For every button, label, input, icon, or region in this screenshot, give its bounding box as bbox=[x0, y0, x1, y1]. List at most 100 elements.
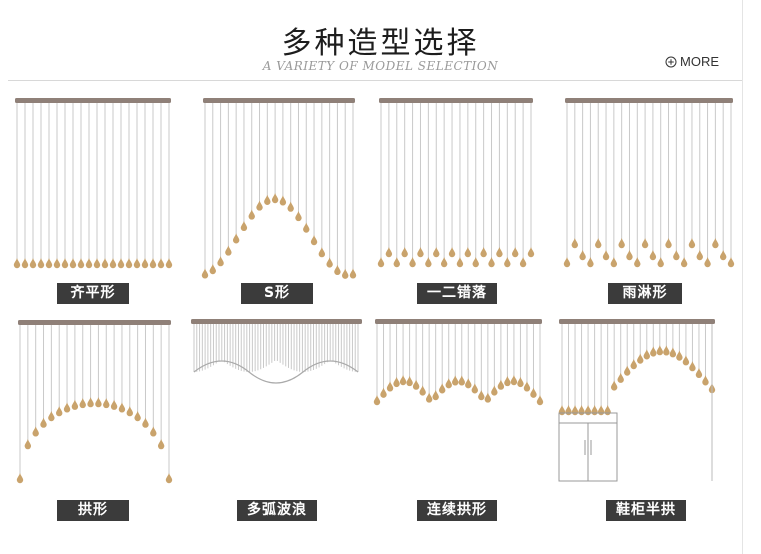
more-label: MORE bbox=[680, 54, 719, 69]
teardrop-bead bbox=[650, 346, 657, 357]
teardrop-bead bbox=[133, 258, 141, 269]
teardrop-bead bbox=[480, 247, 487, 258]
teardrop-bead bbox=[439, 383, 446, 394]
teardrop-bead bbox=[399, 375, 407, 386]
teardrop-bead bbox=[719, 250, 727, 261]
teardrop-bead bbox=[626, 250, 633, 261]
teardrop-bead bbox=[425, 392, 433, 403]
teardrop-bead bbox=[16, 473, 24, 484]
teardrop-bead bbox=[103, 397, 110, 409]
teardrop-bead bbox=[40, 417, 47, 428]
style-label-staggered: 一二错落 bbox=[417, 283, 497, 304]
teardrop-bead bbox=[295, 210, 302, 222]
teardrop-bead bbox=[79, 397, 86, 409]
teardrop-bead bbox=[117, 258, 125, 269]
teardrop-bead bbox=[456, 257, 464, 268]
page-subtitle: A VARIETY OF MODEL SELECTION bbox=[262, 59, 499, 73]
teardrop-bead bbox=[56, 406, 63, 417]
teardrop-bead bbox=[624, 365, 631, 376]
curtain-rod bbox=[203, 98, 355, 103]
teardrop-bead bbox=[256, 200, 263, 211]
teardrop-bead bbox=[591, 405, 598, 416]
teardrop-bead bbox=[13, 258, 21, 269]
teardrop-bead bbox=[712, 238, 719, 249]
teardrop-bead bbox=[393, 257, 400, 268]
teardrop-bead bbox=[349, 268, 357, 279]
teardrop-bead bbox=[271, 193, 279, 204]
teardrop-bead bbox=[61, 258, 69, 269]
teardrop-bead bbox=[578, 405, 585, 416]
teardrop-bead bbox=[209, 263, 216, 275]
style-label-flat: 齐平形 bbox=[57, 283, 129, 304]
teardrop-bead bbox=[676, 350, 683, 361]
teardrop-bead bbox=[29, 258, 37, 269]
teardrop-bead bbox=[665, 238, 672, 249]
teardrop-bead bbox=[682, 355, 690, 366]
teardrop-bead bbox=[496, 247, 503, 258]
teardrop-bead bbox=[401, 247, 408, 258]
teardrop-bead bbox=[87, 397, 94, 408]
teardrop-bead bbox=[464, 247, 472, 258]
wave-hem bbox=[193, 360, 359, 384]
teardrop-bead bbox=[695, 367, 703, 379]
teardrop-bead bbox=[491, 385, 498, 396]
teardrop-bead bbox=[472, 257, 479, 268]
page-title: 多种造型选择 bbox=[281, 26, 480, 61]
curtain-rod bbox=[565, 98, 733, 103]
teardrop-bead bbox=[118, 402, 126, 413]
teardrop-bead bbox=[527, 247, 535, 258]
teardrop-bead bbox=[536, 395, 544, 406]
teardrop-bead bbox=[587, 257, 594, 268]
teardrop-bead bbox=[641, 238, 649, 249]
teardrop-bead bbox=[141, 258, 149, 269]
curtain-rod bbox=[559, 319, 715, 324]
teardrop-bead bbox=[445, 378, 452, 389]
teardrop-bead bbox=[571, 405, 579, 416]
teardrop-bead bbox=[530, 387, 537, 398]
teardrop-bead bbox=[125, 258, 133, 269]
teardrop-bead bbox=[377, 257, 385, 268]
teardrop-bead bbox=[386, 381, 394, 392]
teardrop-bead bbox=[610, 380, 618, 391]
teardrop-bead bbox=[279, 195, 287, 206]
more-link[interactable]: MORE bbox=[665, 54, 719, 69]
circle-plus-icon bbox=[665, 56, 677, 67]
teardrop-bead bbox=[510, 375, 518, 386]
teardrop-bead bbox=[504, 375, 511, 387]
teardrop-bead bbox=[93, 258, 101, 269]
teardrop-bead bbox=[579, 250, 586, 261]
teardrop-bead bbox=[109, 258, 117, 269]
teardrop-bead bbox=[101, 258, 109, 269]
teardrop-bead bbox=[24, 439, 32, 450]
curtain-rod bbox=[379, 98, 533, 103]
style-label-multi-arc-wave: 多弧波浪 bbox=[237, 500, 317, 521]
teardrop-bead bbox=[248, 209, 255, 220]
teardrop-bead bbox=[37, 258, 45, 269]
curtain-rod bbox=[191, 319, 362, 324]
teardrop-bead bbox=[727, 257, 735, 268]
teardrop-bead bbox=[409, 257, 416, 268]
teardrop-bead bbox=[478, 390, 485, 401]
teardrop-bead bbox=[448, 247, 456, 258]
teardrop-bead bbox=[45, 258, 53, 269]
teardrop-bead bbox=[571, 238, 579, 249]
teardrop-bead bbox=[201, 268, 209, 279]
teardrop-bead bbox=[689, 361, 696, 372]
teardrop-bead bbox=[342, 268, 349, 279]
teardrop-bead bbox=[657, 257, 664, 268]
teardrop-bead bbox=[604, 405, 611, 416]
teardrop-bead bbox=[643, 349, 650, 360]
teardrop-bead bbox=[702, 375, 709, 386]
teardrop-bead bbox=[53, 258, 61, 269]
teardrop-bead bbox=[565, 405, 572, 416]
teardrop-bead bbox=[497, 379, 505, 390]
teardrop-bead bbox=[85, 258, 93, 269]
teardrop-bead bbox=[318, 247, 326, 258]
teardrop-bead bbox=[406, 375, 413, 387]
teardrop-bead bbox=[150, 426, 157, 437]
teardrop-bead bbox=[680, 257, 688, 268]
teardrop-bead bbox=[617, 372, 624, 383]
style-label-continuous-arch: 连续拱形 bbox=[417, 500, 497, 521]
teardrop-bead bbox=[634, 257, 641, 268]
